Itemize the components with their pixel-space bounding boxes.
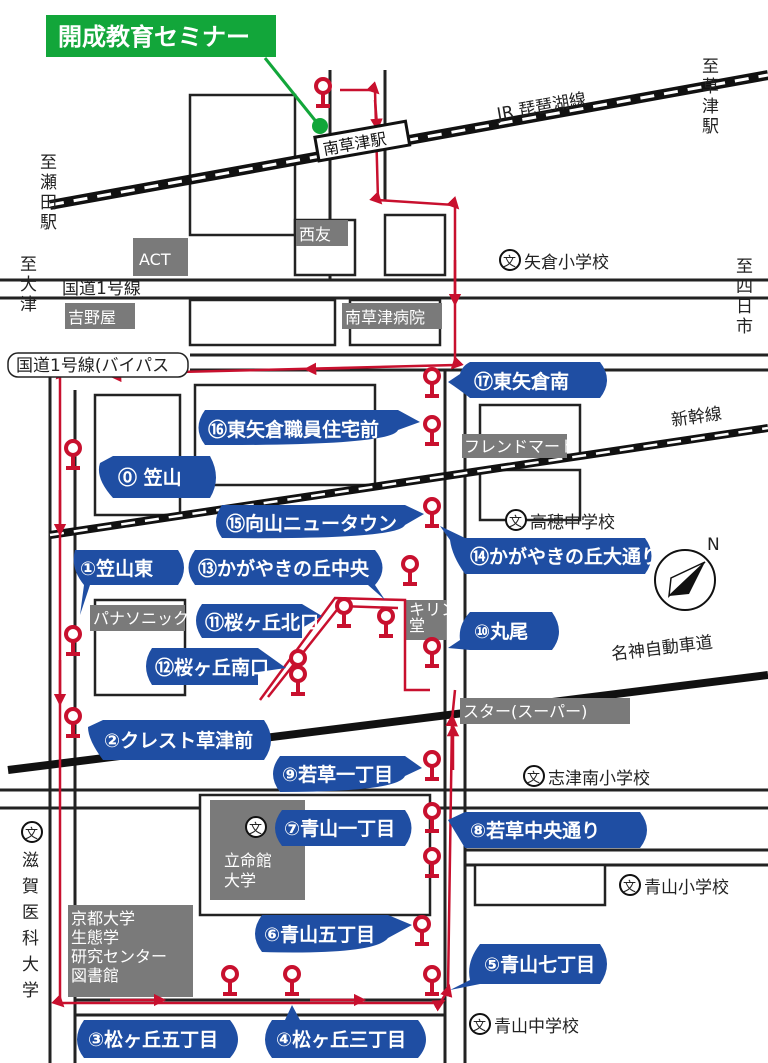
svg-text:⑰東矢倉南: ⑰東矢倉南 [474,370,569,393]
stop-0: ⓪ 笠山 [98,456,216,498]
stop-12: ⑫桜ヶ丘南口 [146,648,286,685]
familymart-building [462,434,567,458]
svg-text:①笠山東: ①笠山東 [80,557,153,580]
svg-text:⑯東矢倉職員住宅前: ⑯東矢倉職員住宅前 [208,418,379,441]
stop-15: ⑮向山ニュータウン [216,505,424,539]
dir-kusatsu: 至草津駅 [702,57,719,137]
title-box [44,13,278,59]
direction-labels: 至草津駅 至瀬田駅 至大津 至四日市 [20,57,753,337]
stop-6: ⑥青山五丁目 [255,915,412,953]
school-takaho: 文 高穂中学校 [505,509,615,533]
svg-text:文: 文 [623,880,636,895]
takaho-label: 高穂中学校 [530,513,615,533]
svg-text:文: 文 [509,515,522,530]
stop-labels: ⓪ 笠山 ①笠山東 ②クレスト草津前 ③松ヶ丘五丁目 ④松ヶ丘三丁目 ⑤青山七丁… [73,362,660,1058]
svg-text:⓪ 笠山: ⓪ 笠山 [118,466,182,489]
aoyama-e-label: 青山小学校 [644,878,729,898]
meishin-label: 名神自動車道 [610,633,714,665]
seiyu-label: 西友 [299,225,331,244]
svg-text:⑨若草一丁目: ⑨若草一丁目 [282,763,393,786]
svg-text:文: 文 [249,822,262,837]
stop-8: ⑧若草中央通り [448,812,647,848]
svg-text:⑧若草中央通り: ⑧若草中央通り [470,819,600,842]
school-ritsumeikan-mark: 文 [245,816,267,838]
stop-11: ⑪桜ヶ丘北口 [196,604,322,638]
stop-13: ⑬かがやきの丘中央 [188,550,385,600]
familymart-label: フレンドマート [464,437,576,456]
stop-9: ⑨若草一丁目 [273,756,422,792]
svg-text:④松ヶ丘三丁目: ④松ヶ丘三丁目 [276,1028,406,1051]
compass: N [654,535,720,611]
yakura-label: 矢倉小学校 [524,253,609,273]
title-text: 開成教育セミナー [58,23,250,51]
school-shiga-med: 文 滋賀医科大学 [21,821,43,1001]
road-labels: 国道1号線 国道1号線(バイパス [7,279,189,378]
school-aoyama-e: 文 青山小学校 [619,874,729,898]
svg-text:文: 文 [503,255,516,270]
hospital-label: 南草津病院 [345,308,425,327]
compass-north: N [707,535,720,555]
aoyama-j-label: 青山中学校 [494,1017,579,1037]
stop-2: ②クレスト草津前 [88,720,271,760]
shiga-med-label: 滋賀医科大学 [22,851,39,1001]
dir-otsu: 至大津 [20,255,37,315]
svg-text:⑭かがやきの丘大通り: ⑭かがやきの丘大通り [470,545,660,568]
school-shizu: 文 志津南小学校 [523,765,650,789]
school-aoyama-j: 文 青山中学校 [469,1013,579,1037]
stop-14: ⑭かがやきの丘大通り [440,526,660,574]
yoshinoya-label: 吉野屋 [68,308,116,327]
svg-text:⑫桜ヶ丘南口: ⑫桜ヶ丘南口 [155,656,269,679]
star-label: スター(スーパー) [463,702,587,721]
stop-4: ④松ヶ丘三丁目 [265,1005,426,1058]
shinkansen-label: 新幹線 [670,403,723,431]
svg-text:⑤青山七丁目: ⑤青山七丁目 [484,954,595,976]
stop-10: ⑩丸尾 [448,612,559,650]
svg-text:文: 文 [527,771,540,786]
stop-1: ①笠山東 [73,550,184,615]
station-group: 南草津駅 [313,119,412,163]
stop-3: ③松ヶ丘五丁目 [77,1020,238,1058]
svg-text:文: 文 [473,1019,486,1034]
svg-text:⑥青山五丁目: ⑥青山五丁目 [264,924,375,946]
route1-label: 国道1号線 [62,279,141,299]
svg-text:⑦青山一丁目: ⑦青山一丁目 [284,818,395,840]
school-yakura: 文 矢倉小学校 [499,249,609,273]
title-group: 開成教育セミナー [44,13,328,134]
stop-7: ⑦青山一丁目 [275,810,420,850]
dir-seta: 至瀬田駅 [40,153,57,233]
bypass-label: 国道1号線(バイパス [16,356,169,376]
svg-text:⑬かがやきの丘中央: ⑬かがやきの丘中央 [198,557,370,580]
svg-text:③松ヶ丘五丁目: ③松ヶ丘五丁目 [88,1028,218,1051]
act-label: ACT [139,250,171,269]
svg-text:文: 文 [25,827,38,842]
svg-text:②クレスト草津前: ②クレスト草津前 [104,729,253,752]
dir-yokkaichi: 至四日市 [736,257,753,337]
star-building [460,698,630,724]
shizu-label: 志津南小学校 [548,769,650,789]
schools: 文 矢倉小学校 文 高穂中学校 文 志津南小学校 文 青山小学校 文 青山中学校… [21,249,729,1037]
panasonic-label: パナソニック [93,609,189,628]
stop-17: ⑰東矢倉南 [448,362,607,398]
stop-5: ⑤青山七丁目 [450,944,607,990]
svg-text:⑪桜ヶ丘北口: ⑪桜ヶ丘北口 [205,611,319,634]
stop-16: ⑯東矢倉職員住宅前 [198,410,420,446]
svg-text:⑩丸尾: ⑩丸尾 [474,621,528,643]
svg-text:⑮向山ニュータウン: ⑮向山ニュータウン [226,512,397,535]
seminar-location-dot [312,118,328,134]
